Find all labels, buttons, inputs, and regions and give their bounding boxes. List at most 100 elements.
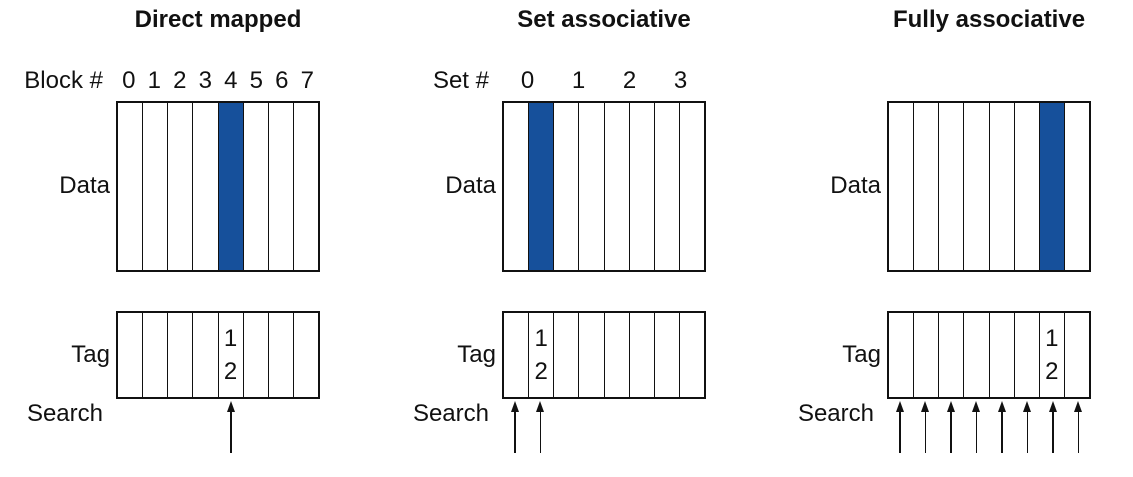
search-row-label: Search	[26, 400, 103, 427]
tag-cell-7	[1065, 313, 1089, 397]
index-number-row	[887, 67, 1091, 95]
data-cell-7	[1065, 103, 1089, 270]
data-cell-1	[529, 103, 555, 270]
index-number: 1	[147, 67, 161, 94]
data-row-label: Data	[830, 172, 881, 199]
tag-cell-2	[168, 313, 194, 397]
panel-title: Fully associative	[892, 6, 1086, 33]
tag-cell-4	[990, 313, 1015, 397]
tag-row-label: Tag	[842, 341, 881, 368]
search-arrow	[1021, 401, 1033, 453]
arrow-up-icon	[1048, 401, 1057, 412]
search-arrow	[225, 401, 237, 453]
data-cell-2	[939, 103, 965, 270]
search-row-label: Search	[412, 400, 489, 427]
tag-cell-3	[193, 313, 219, 397]
data-cell-1	[143, 103, 169, 270]
tag-cell-4	[605, 313, 630, 397]
arrow-up-icon	[946, 401, 955, 412]
data-cell-3	[579, 103, 605, 270]
tag-cell-5	[244, 313, 269, 397]
arrow-shaft	[975, 410, 977, 453]
arrow-shaft	[924, 410, 926, 453]
tag-row-label: Tag	[71, 341, 110, 368]
arrow-up-icon	[226, 401, 235, 412]
data-block	[116, 101, 320, 272]
arrow-shaft	[1077, 410, 1079, 453]
tag-row-label: Tag	[457, 341, 496, 368]
data-cell-3	[964, 103, 990, 270]
index-number: 5	[249, 67, 263, 94]
tag-cell-6	[655, 313, 680, 397]
block-number-axis-label: Block #	[24, 67, 103, 94]
data-cell-5	[1015, 103, 1040, 270]
search-arrow	[894, 401, 906, 453]
index-number: 1	[571, 67, 586, 94]
tag-cell-5	[1015, 313, 1040, 397]
tag-value-digit: 2	[223, 358, 238, 385]
tag-value-digit: 2	[534, 358, 548, 385]
arrow-up-icon	[972, 401, 981, 412]
search-arrow	[919, 401, 931, 453]
search-arrows-row	[116, 401, 320, 453]
index-number: 2	[173, 67, 187, 94]
search-arrows-row	[887, 401, 1091, 453]
data-row-label: Data	[445, 172, 496, 199]
panel-title: Direct mapped	[134, 6, 302, 33]
arrow-shaft	[539, 410, 541, 453]
data-row-label: Data	[59, 172, 110, 199]
tag-value-digit: 1	[534, 325, 548, 352]
tag-cell-7	[294, 313, 318, 397]
tag-cell-2	[554, 313, 580, 397]
data-cell-4	[605, 103, 630, 270]
search-arrow	[1072, 401, 1084, 453]
data-cell-6	[655, 103, 680, 270]
arrow-shaft	[230, 410, 232, 453]
tag-cell-0	[118, 313, 144, 397]
index-number: 4	[224, 67, 238, 94]
tag-cell-0	[889, 313, 915, 397]
search-arrow	[534, 401, 546, 453]
data-cell-4	[218, 103, 244, 270]
data-cell-1	[914, 103, 940, 270]
search-arrow	[945, 401, 957, 453]
tag-cell-3	[579, 313, 605, 397]
arrow-up-icon	[895, 401, 904, 412]
tag-cell-7	[680, 313, 704, 397]
data-cell-4	[990, 103, 1015, 270]
arrow-up-icon	[1023, 401, 1032, 412]
data-cell-6	[1039, 103, 1065, 270]
tag-cell-5	[630, 313, 655, 397]
set-number-axis-label: Set #	[432, 67, 489, 94]
arrow-shaft	[899, 410, 901, 453]
data-cell-0	[504, 103, 530, 270]
tag-cell-1	[914, 313, 940, 397]
data-cell-0	[118, 103, 144, 270]
search-arrow	[996, 401, 1008, 453]
arrow-shaft	[1001, 410, 1003, 453]
index-number: 6	[275, 67, 289, 94]
arrow-up-icon	[510, 401, 519, 412]
index-number: 7	[300, 67, 314, 94]
arrow-shaft	[1052, 410, 1054, 453]
index-number: 3	[198, 67, 212, 94]
data-cell-5	[244, 103, 269, 270]
arrow-up-icon	[997, 401, 1006, 412]
index-number: 3	[673, 67, 688, 94]
search-arrow	[970, 401, 982, 453]
index-number: 2	[622, 67, 637, 94]
data-cell-0	[889, 103, 915, 270]
data-cell-7	[680, 103, 704, 270]
arrow-up-icon	[1074, 401, 1083, 412]
arrow-up-icon	[536, 401, 545, 412]
index-number: 0	[122, 67, 136, 94]
arrow-shaft	[1026, 410, 1028, 453]
